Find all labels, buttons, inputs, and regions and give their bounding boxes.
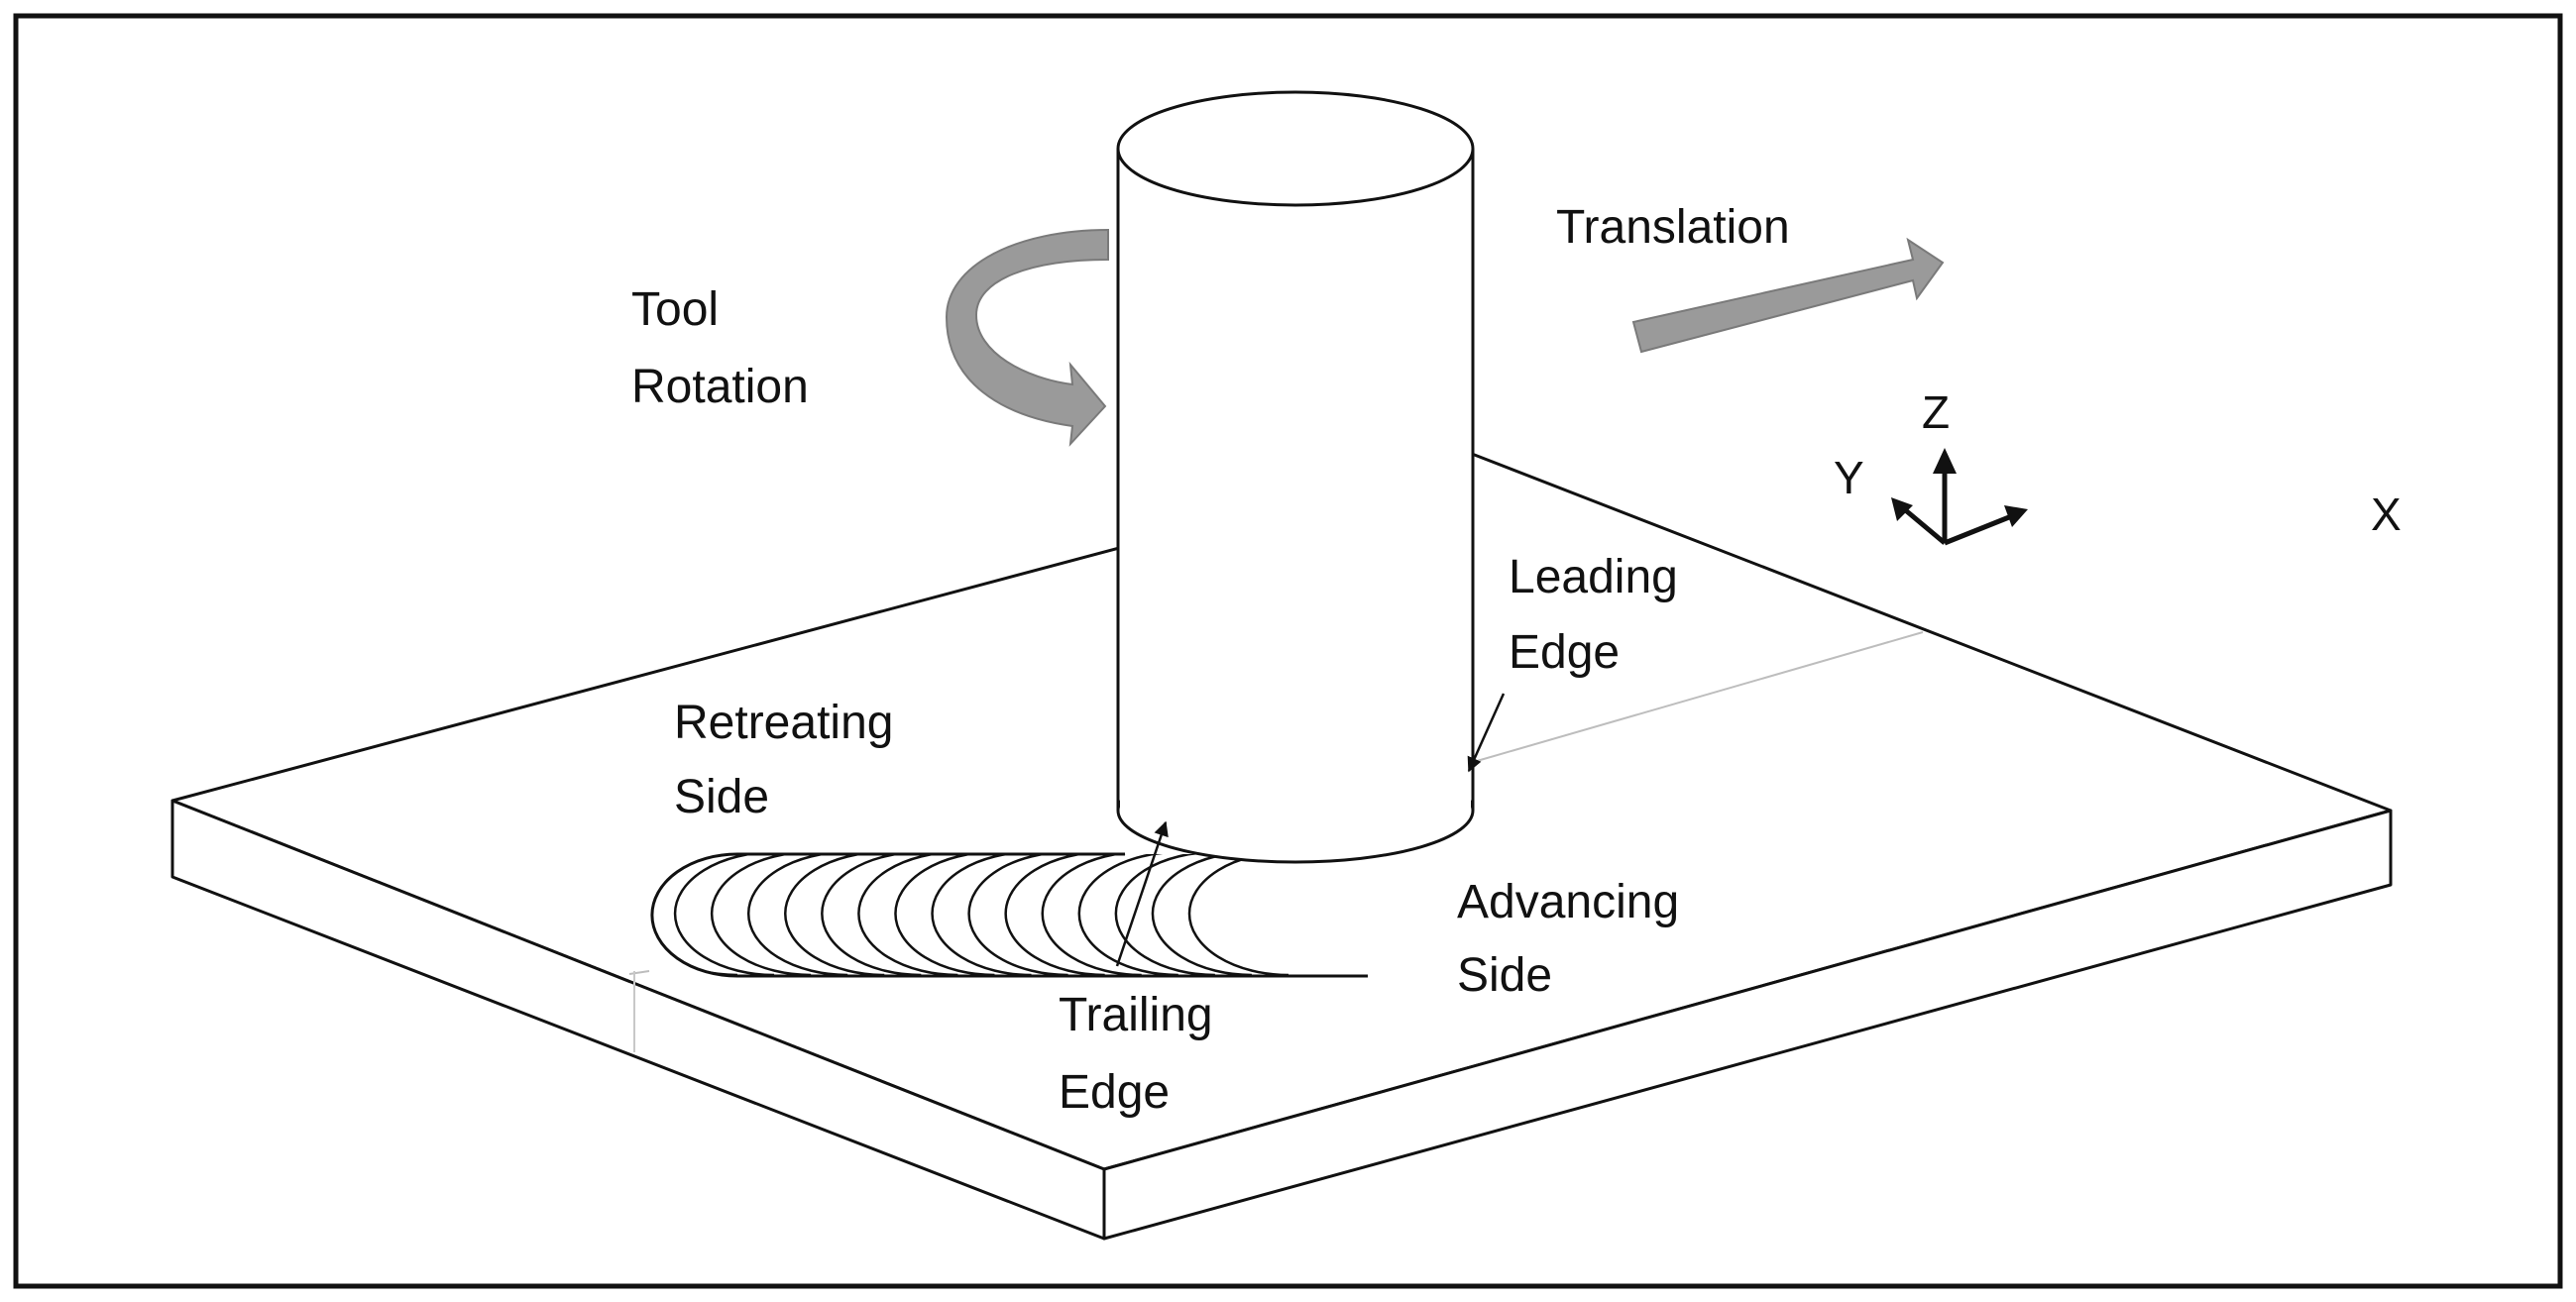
retreating-side-label-line1: Retreating	[674, 697, 893, 749]
weld-arc	[1041, 854, 1142, 977]
retreating-side-label-line2: Side	[674, 771, 769, 823]
weld-arc	[746, 854, 848, 977]
weld-arc	[784, 854, 885, 977]
trailing-edge-label-line2: Edge	[1059, 1066, 1170, 1119]
weld-arc	[1114, 854, 1215, 977]
weld-arc	[710, 854, 812, 977]
weld-arc	[821, 854, 922, 977]
weld-arc	[857, 854, 958, 977]
tool-cylinder	[1116, 90, 1475, 864]
weld-arc	[1077, 854, 1178, 977]
x-axis-arrow	[1944, 512, 2015, 546]
rotation-arrow-icon	[945, 228, 1109, 447]
weld-arc	[931, 854, 1032, 977]
translation-arrow-icon	[1631, 237, 1945, 354]
weld-arc	[894, 854, 995, 977]
y-axis-arrow	[1900, 505, 1947, 545]
figure-frame	[13, 13, 2563, 1289]
z-axis-label: Z	[1922, 386, 1950, 438]
advancing-side-label-line2: Side	[1457, 949, 1552, 1002]
weld-track-outline	[650, 852, 1368, 978]
weld-seam-line	[1476, 631, 1924, 762]
tool-top-face	[1116, 90, 1475, 207]
weld-arc	[1151, 854, 1252, 977]
weld-arc	[1004, 854, 1105, 977]
weld-arc	[673, 854, 775, 977]
leading-edge-leader	[1467, 693, 1506, 773]
tool-rotation-label-line2: Rotation	[631, 361, 809, 413]
trailing-edge-leader	[1115, 820, 1169, 967]
trailing-edge-label-line1: Trailing	[1059, 989, 1213, 1041]
weld-seam-line-front	[628, 970, 650, 975]
y-axis-label: Y	[1834, 452, 1864, 503]
advancing-side-label-line1: Advancing	[1457, 876, 1679, 928]
x-axis-label: X	[2371, 488, 2402, 540]
translation-label: Translation	[1556, 201, 1790, 254]
leading-edge-label-line1: Leading	[1509, 551, 1678, 603]
weld-arc	[967, 854, 1068, 977]
plate-side-face	[1102, 809, 2393, 1241]
tool-rotation-label-line1: Tool	[631, 283, 719, 336]
axis-triad	[1891, 448, 2028, 546]
leading-edge-label-line2: Edge	[1509, 626, 1620, 679]
